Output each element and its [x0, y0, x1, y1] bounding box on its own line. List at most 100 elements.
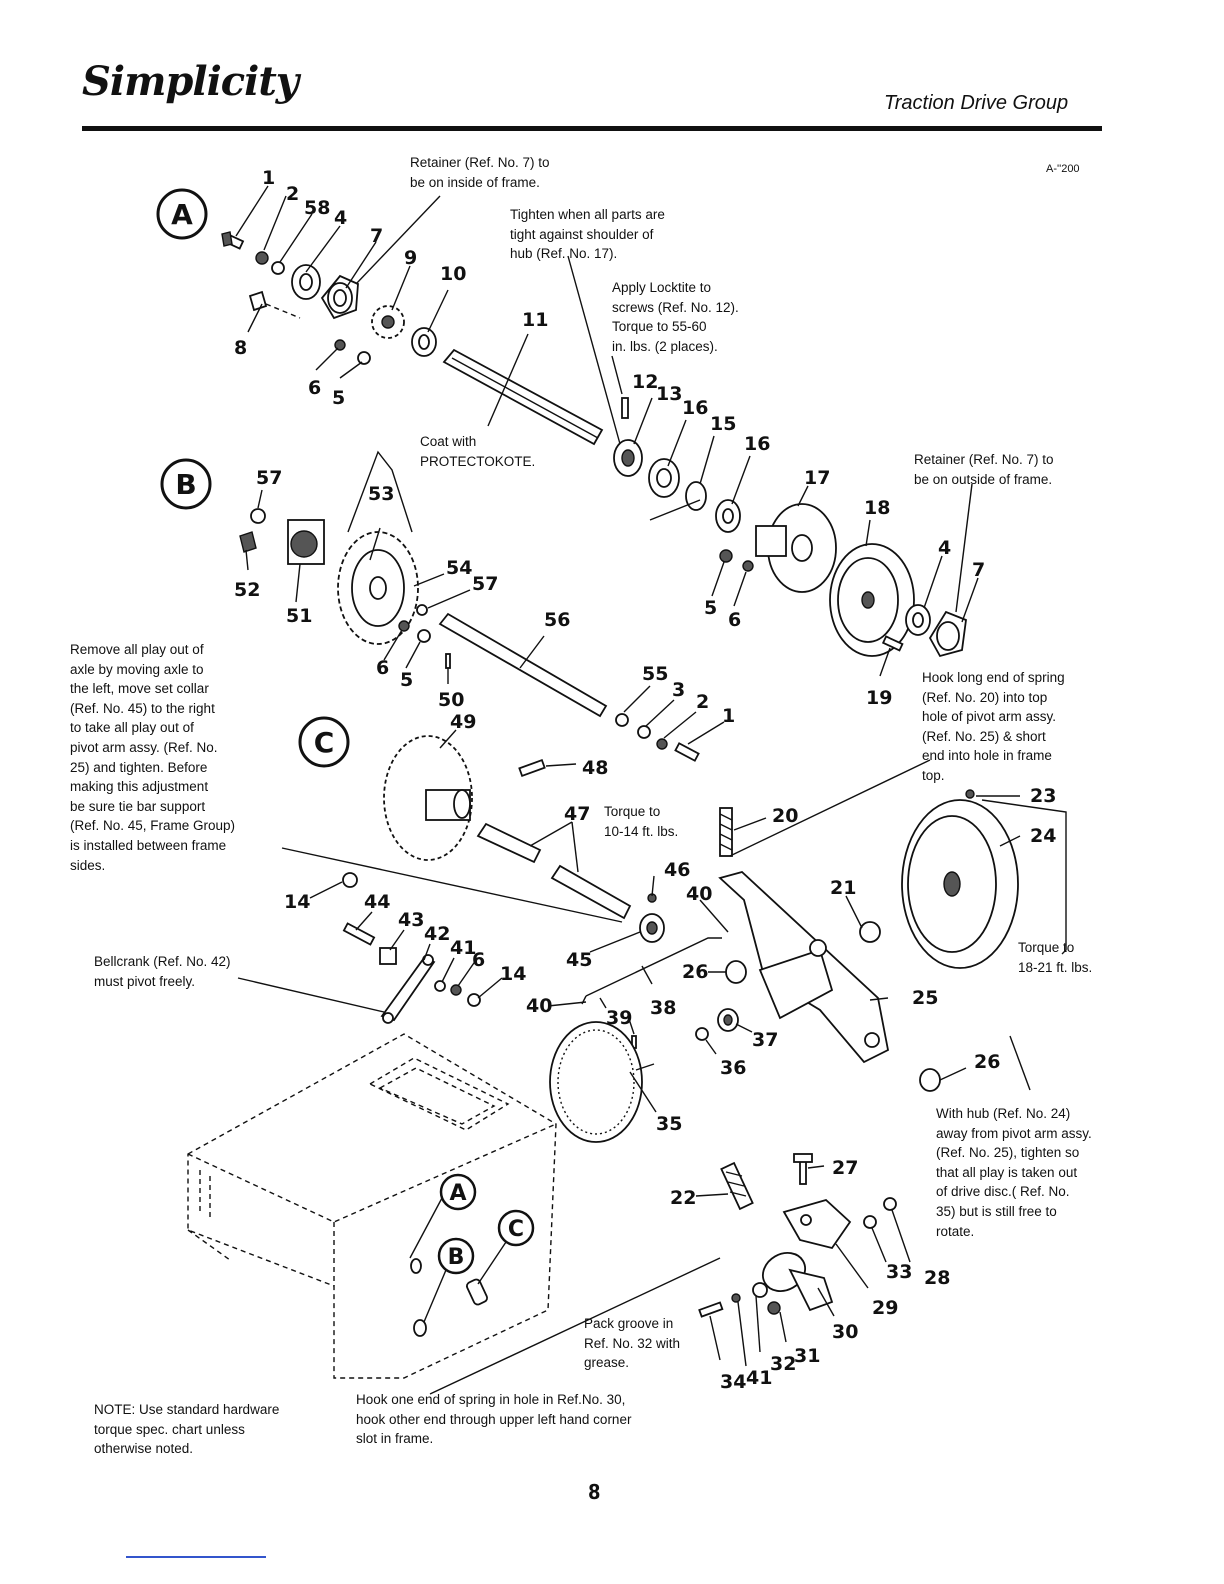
page-number: 8 [588, 1480, 601, 1504]
callout-32: 32 [770, 1353, 796, 1375]
spring-part [720, 1161, 754, 1211]
washer-part [742, 560, 754, 572]
hub-part [613, 439, 643, 477]
retainer-part [928, 610, 967, 658]
callout-33: 33 [886, 1261, 912, 1283]
nut-part [357, 351, 371, 365]
callout-55: 55 [642, 663, 668, 685]
washer-part [271, 261, 285, 275]
callout-38: 38 [650, 997, 676, 1019]
callout-2b: 2 [696, 691, 709, 713]
callout-13: 13 [656, 383, 682, 405]
bolt-part [881, 635, 904, 652]
callout-2: 2 [286, 183, 299, 205]
callout-58: 58 [304, 197, 330, 219]
callout-41: 41 [450, 937, 476, 959]
large-sprocket-part [337, 531, 419, 645]
callout-4b: 4 [938, 537, 951, 559]
nut-part [467, 993, 481, 1007]
note-retainer-inside: Retainer (Ref. No. 7) to be on inside of… [410, 155, 550, 190]
set-collar-part [639, 913, 665, 943]
plate-part [762, 1252, 834, 1312]
footer-link-bar[interactable] [126, 1556, 266, 1558]
washer-part [434, 980, 446, 992]
bushing-part [717, 1008, 739, 1032]
washer-part [398, 620, 410, 632]
note-tighten-hub: Tighten when all parts are tight against… [510, 207, 665, 262]
chain-part [347, 450, 413, 533]
callout-20: 20 [772, 805, 798, 827]
bolt-part [698, 1301, 724, 1318]
callout-28: 28 [924, 1267, 950, 1289]
callout-8: 8 [234, 337, 247, 359]
callout-30: 30 [832, 1321, 858, 1343]
callout-57: 57 [256, 467, 282, 489]
lower-bracket-parts [698, 1153, 897, 1318]
group-b-parts [239, 450, 700, 762]
callout-57b: 57 [472, 573, 498, 595]
spring-part [719, 807, 733, 857]
note-torque-18-21: Torque to 18-21 ft. lbs. [1018, 940, 1093, 975]
callout-44: 44 [364, 891, 390, 913]
washer-part [715, 499, 741, 533]
bearing-part [411, 327, 437, 357]
frame-label-c: C [497, 1209, 535, 1247]
callout-22: 22 [670, 1187, 696, 1209]
pulley-part [829, 543, 915, 657]
callout-23: 23 [1030, 785, 1056, 807]
spring-washer-part [649, 481, 707, 521]
setscrew-part [965, 789, 975, 799]
note-standard-hardware: NOTE: Use standard hardware torque spec.… [94, 1402, 280, 1457]
shaft-part [476, 822, 632, 920]
svg-text:B: B [448, 1245, 465, 1270]
drive-gear-part [383, 735, 473, 861]
pivot-arm-part [718, 871, 890, 1064]
callout-53: 53 [368, 483, 394, 505]
callout-1b: 1 [722, 705, 735, 727]
bushing-part [859, 921, 881, 943]
callout-37: 37 [752, 1029, 778, 1051]
callout-21: 21 [830, 877, 856, 899]
lockwasher-part [255, 251, 269, 265]
idler-sprocket-part [287, 519, 325, 565]
callout-17: 17 [804, 467, 830, 489]
nut-part [417, 629, 431, 643]
washer-part [615, 713, 629, 727]
group-a-parts [221, 231, 967, 658]
group-label-a: A [156, 188, 208, 240]
callout-34: 34 [720, 1371, 746, 1393]
callout-40: 40 [686, 883, 712, 905]
callout-numbers: 1 2 58 4 7 9 10 11 8 6 5 12 13 16 15 16 … [234, 167, 1056, 1393]
callout-14: 14 [284, 891, 310, 913]
note-pack-groove: Pack groove in Ref. No. 32 with grease. [584, 1316, 681, 1371]
callout-45: 45 [566, 949, 592, 971]
drive-pulley-part [901, 799, 1019, 969]
callout-52: 52 [234, 579, 260, 601]
callout-26b: 26 [974, 1051, 1000, 1073]
callout-5: 5 [332, 387, 345, 409]
callout-7: 7 [370, 225, 383, 247]
drawing-reference: A-''200 [1046, 163, 1080, 175]
header-rule [82, 126, 1102, 131]
setscrew-part [621, 397, 629, 419]
callout-49: 49 [450, 711, 476, 733]
section-title: Traction Drive Group [884, 92, 1069, 114]
note-coat: Coat with PROTECTOKOTE. [420, 434, 536, 469]
pin-part [518, 758, 546, 778]
callout-36: 36 [720, 1057, 746, 1079]
callout-41b: 41 [746, 1367, 772, 1389]
bushing-part [379, 947, 397, 965]
callout-5c: 5 [400, 669, 413, 691]
note-remove-play: Remove all play out of axle by moving ax… [70, 642, 236, 873]
callout-47: 47 [564, 803, 590, 825]
retainer-part [320, 274, 359, 320]
callout-15: 15 [710, 413, 736, 435]
note-bellcrank: Bellcrank (Ref. No. 42) must pivot freel… [94, 954, 231, 989]
bellcrank-part [380, 954, 436, 1024]
sprocket-part [371, 305, 405, 339]
nut-part [883, 1197, 897, 1211]
bearing-part [291, 264, 321, 300]
note-hook-spring: Hook long end of spring (Ref. No. 20) in… [922, 670, 1065, 783]
svg-text:C: C [314, 726, 335, 759]
hub-part [755, 503, 837, 593]
